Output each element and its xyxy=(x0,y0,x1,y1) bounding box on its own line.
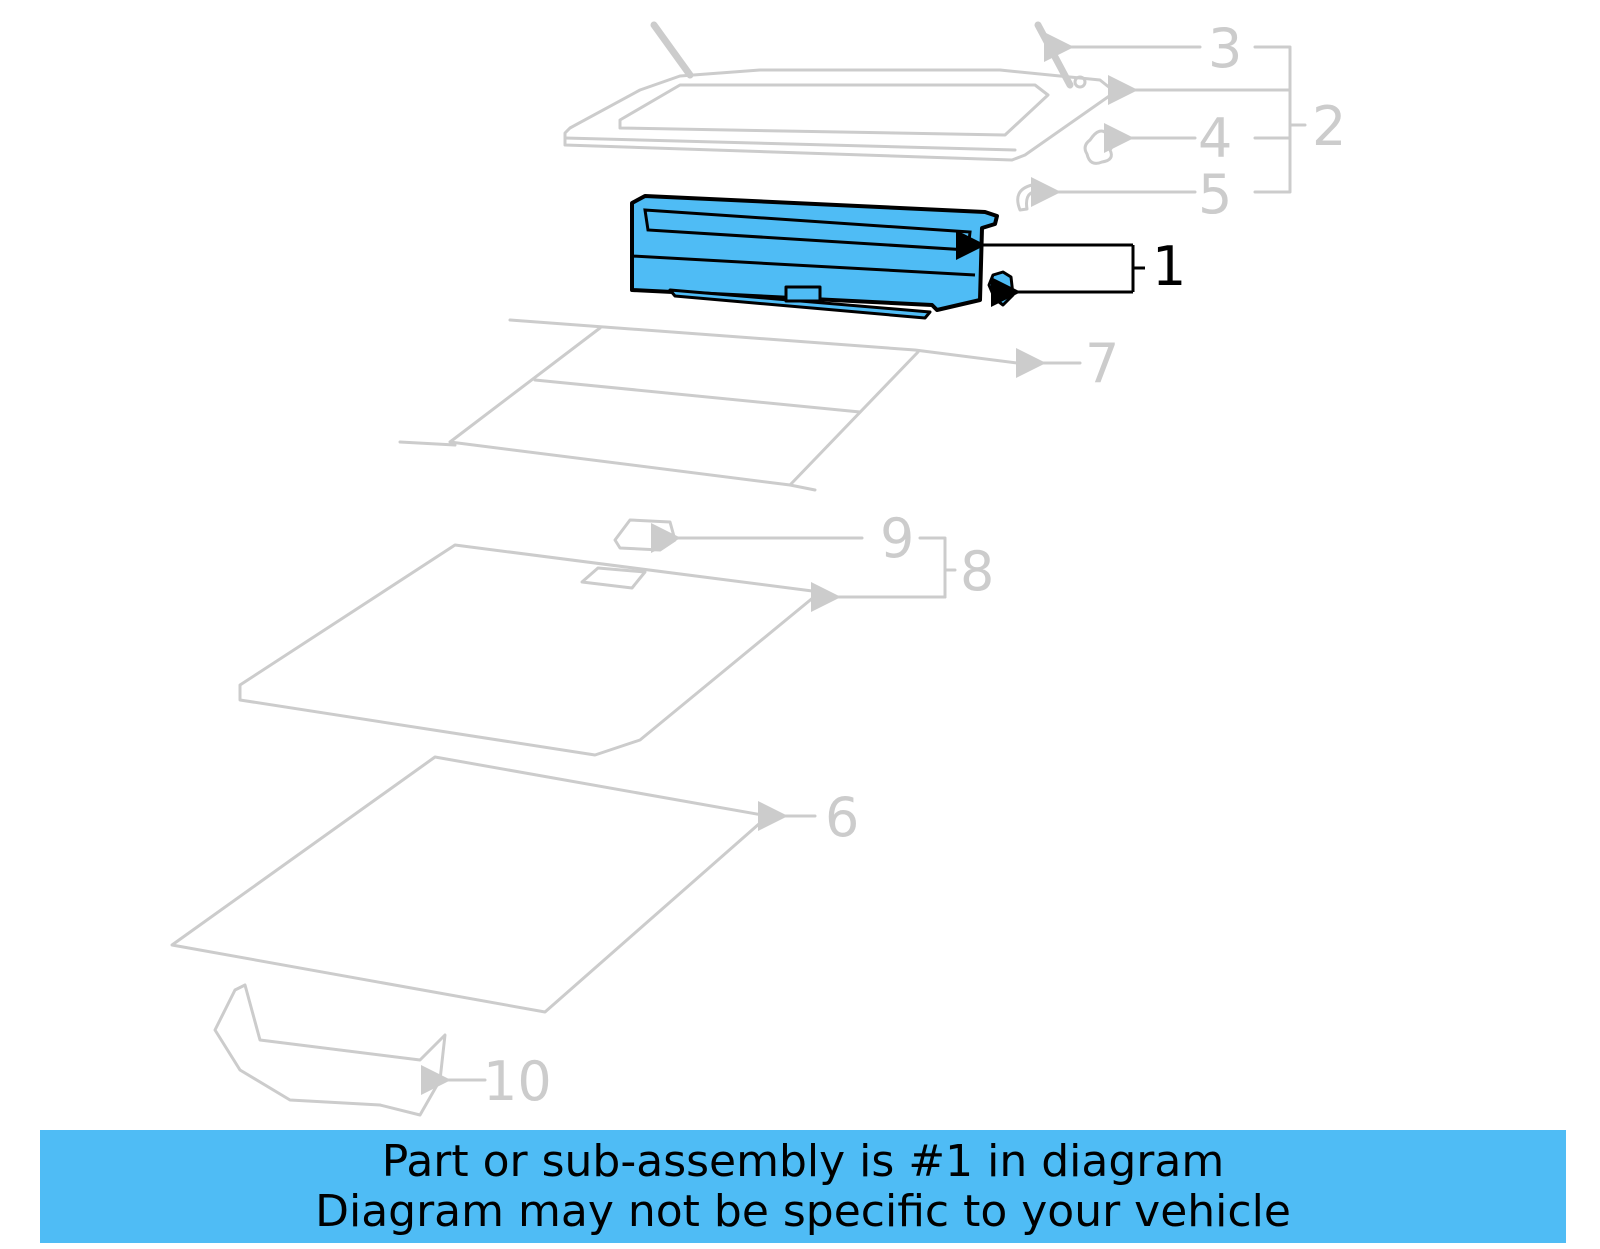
callout-9: 9 xyxy=(880,507,914,570)
part-7-cargo-cover[interactable] xyxy=(398,318,1027,492)
callout-7: 7 xyxy=(1085,332,1119,395)
part-1-clip[interactable] xyxy=(987,270,1015,307)
part-6-cargo-mat[interactable] xyxy=(170,755,770,1014)
callout-2: 2 xyxy=(1312,95,1346,158)
part-1-trim-panel[interactable] xyxy=(630,194,999,320)
banner-line-2: Diagram may not be specific to your vehi… xyxy=(315,1185,1291,1237)
part-8-floor-panel[interactable] xyxy=(238,543,822,757)
part-4-clip[interactable] xyxy=(1083,129,1115,165)
part-9-cap[interactable] xyxy=(613,518,677,552)
part-10-storage-tray[interactable] xyxy=(213,983,447,1117)
callout-5: 5 xyxy=(1198,163,1232,226)
callout-4: 4 xyxy=(1198,107,1232,170)
callout-8: 8 xyxy=(960,540,994,603)
part-5-clip[interactable] xyxy=(1016,183,1049,212)
callout-3: 3 xyxy=(1208,17,1242,80)
part-2-liftgate-glass[interactable] xyxy=(563,68,1117,162)
callout-1: 1 xyxy=(1152,235,1186,298)
callout-6: 6 xyxy=(825,786,859,849)
callout-leaders xyxy=(421,32,1307,1095)
banner-line-1: Part or sub-assembly is #1 in diagram xyxy=(381,1135,1225,1187)
info-banner: Part or sub-assembly is #1 in diagram Di… xyxy=(40,1130,1566,1243)
callout-10: 10 xyxy=(483,1050,552,1113)
